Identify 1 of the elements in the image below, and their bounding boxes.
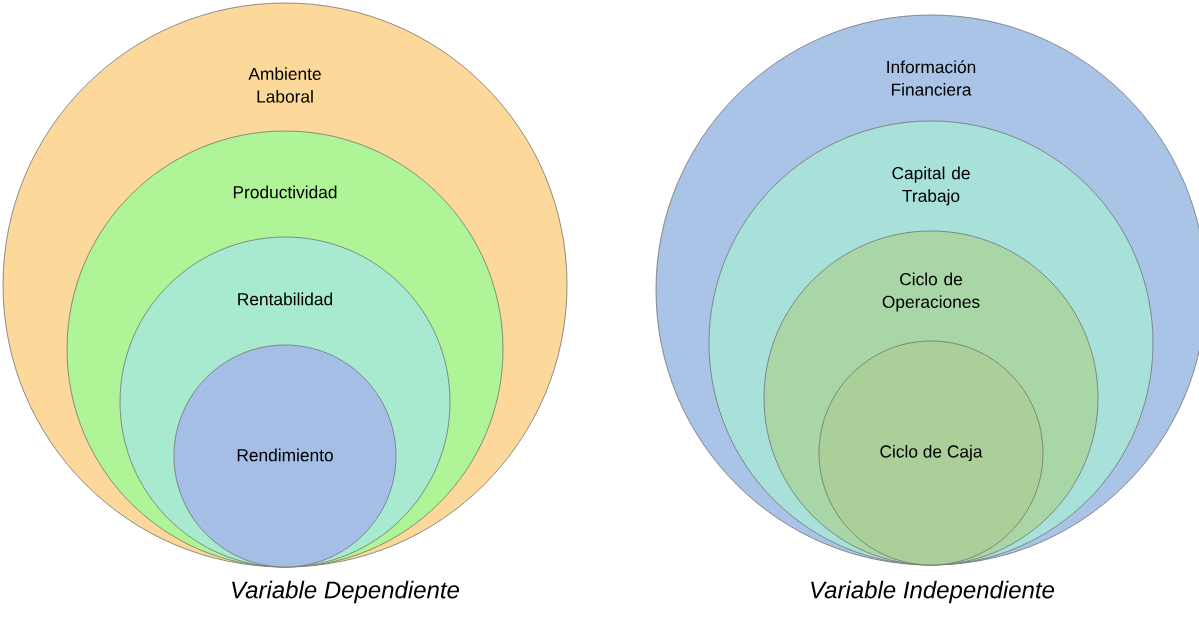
caption-text: Variable Dependiente	[232, 580, 459, 604]
